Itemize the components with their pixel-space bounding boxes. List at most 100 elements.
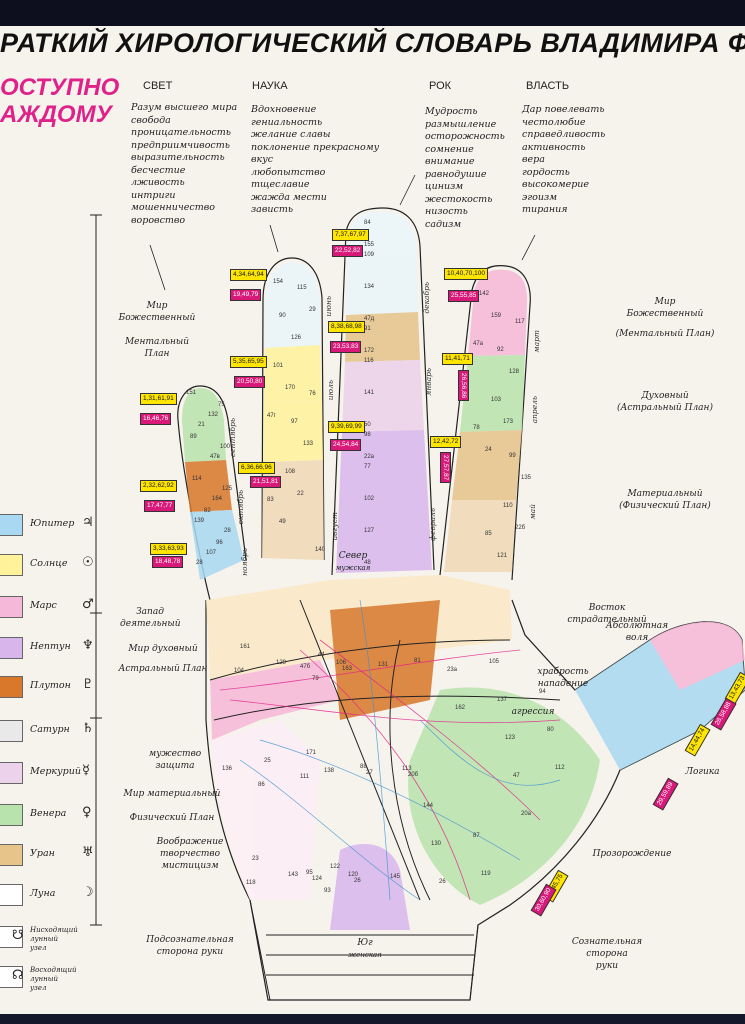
- tag-yellow-6: 6,36,66,96: [238, 462, 275, 474]
- page-title: РАТКИЙ ХИРОЛОГИЧЕСКИЙ СЛОВАРЬ ВЛАДИМИРА …: [0, 28, 745, 58]
- legend-name: Луна: [30, 888, 56, 899]
- tag-magenta-11: 26,56,86: [458, 370, 469, 402]
- column-item: желание славы: [251, 129, 331, 140]
- hand-number: 27: [366, 770, 373, 776]
- column-item: зависть: [251, 204, 293, 215]
- hand-number: 97: [291, 419, 298, 425]
- hand-number: 47в: [210, 454, 220, 460]
- hand-number: 112: [555, 765, 565, 771]
- month-label-september: сентябрь: [228, 418, 237, 458]
- planet-symbol-icon: ♇: [82, 677, 94, 692]
- legend-name: Нептун: [30, 641, 71, 652]
- hand-number: 47а: [473, 341, 484, 347]
- hand-number: 155: [364, 242, 375, 248]
- column-item: внимание: [425, 156, 475, 167]
- hand-number: 103: [491, 397, 502, 403]
- hand-number: 120: [348, 872, 359, 878]
- south-label-line2: женская: [348, 951, 382, 959]
- right-note-divine: Мир Божественный (Ментальный План): [615, 296, 715, 340]
- hand-number: 125: [222, 486, 233, 492]
- promo-line-2: АЖДОМУ: [0, 101, 112, 128]
- column-heading-rok: РОК: [429, 80, 452, 92]
- hand-number: 154: [273, 279, 284, 285]
- column-heading-svet: СВЕТ: [143, 80, 173, 92]
- south-label: Юг женская: [340, 937, 390, 961]
- planet-symbol-icon: ☿: [82, 763, 90, 778]
- hand-number: 132: [208, 412, 219, 418]
- legend-swatch: [0, 720, 23, 742]
- left-note-west: Запад деятельный: [120, 606, 181, 630]
- legend-name: Уран: [30, 848, 55, 859]
- legend-row: Юпитер♃: [0, 510, 95, 538]
- legend-name: Восходящий лунный узел: [30, 966, 77, 992]
- right-note-bravery-line2: нападение: [537, 679, 589, 689]
- planet-symbol-icon: ♃: [82, 515, 94, 530]
- legend-name: Нисходящий лунный узел: [30, 926, 78, 952]
- hand-number: 130: [431, 841, 442, 847]
- column-item: садизм: [425, 218, 462, 230]
- tag-magenta-10: 25,55,85: [448, 290, 480, 302]
- column-item: вера: [522, 154, 545, 165]
- hand-number: 22а: [364, 454, 375, 460]
- hand-number: 90: [279, 313, 286, 319]
- hand-number: 92: [497, 347, 504, 353]
- right-note-divine-line2: (Ментальный План): [615, 329, 715, 339]
- hand-number: 83: [267, 497, 274, 503]
- middle-finger-outline: [331, 207, 435, 576]
- tag-magenta-2: 17,47,77: [144, 500, 176, 512]
- left-note-spiritual-line1: Мир духовный: [128, 644, 198, 654]
- right-note-east: Восток страдательный: [552, 602, 662, 626]
- hand-number: 131: [378, 662, 389, 668]
- hand-number: 173: [503, 419, 514, 425]
- hand-number: 110: [503, 503, 513, 509]
- hand-number: 89: [190, 434, 197, 440]
- column-heading-vlast: ВЛАСТЬ: [526, 80, 570, 92]
- tag-yellow-8: 8,38,68,98: [328, 321, 365, 333]
- north-label-line2: мужская: [335, 564, 371, 572]
- column-item: тщеславие: [251, 179, 310, 190]
- hand-number: 106: [336, 660, 347, 666]
- tag-magenta-3: 18,48,78: [152, 556, 184, 568]
- tag-magenta-8: 23,53,83: [330, 341, 362, 353]
- legend-swatch: [0, 596, 23, 618]
- hand-number: 28: [196, 560, 203, 566]
- legend-row: Плутон♇: [0, 672, 95, 700]
- tag-yellow-5: 5,35,65,95: [230, 356, 267, 368]
- hand-number: 129: [276, 660, 287, 666]
- month-label-december: декабрь: [422, 282, 431, 314]
- legend-row: Венера♀: [0, 800, 95, 828]
- hand-number: 122: [330, 864, 341, 870]
- hand-number: 162: [455, 705, 466, 711]
- tag-yellow-4: 4,34,64,94: [230, 269, 267, 281]
- hand-number: 87: [473, 833, 480, 839]
- hand-number: 170: [285, 385, 296, 391]
- hand-number: 84: [364, 220, 371, 226]
- hand-number: 48: [364, 560, 371, 566]
- legend-row: Марс♂: [0, 592, 95, 620]
- lunar-node-icon: ☋: [12, 928, 24, 943]
- hand-number: 133: [303, 441, 314, 447]
- hand-number: 136: [222, 766, 233, 772]
- hand-number: 75: [218, 402, 225, 408]
- hand-number: 22: [297, 491, 304, 497]
- column-item: лживость: [131, 177, 185, 188]
- left-note-subconscious: Подсознательная сторона руки: [140, 934, 240, 958]
- legend-row: Восходящий лунный узел☊: [0, 962, 95, 992]
- hand-number: 121: [497, 553, 508, 559]
- tag-yellow-7: 7,37,67,97: [332, 229, 369, 241]
- legend-row: Луна☽: [0, 880, 95, 908]
- column-item: равнодушие: [425, 168, 487, 180]
- right-note-will: Абсолютная воля: [602, 620, 672, 644]
- hand-number: 134: [364, 284, 375, 290]
- tag-magenta-4: 19,49,79: [230, 289, 262, 301]
- tag-yellow-3: 3,33,63,93: [150, 543, 187, 555]
- hand-number: 104: [234, 668, 245, 674]
- left-note-imagination-line2: творчество: [159, 849, 221, 859]
- hand-number: 143: [288, 872, 299, 878]
- tag-yellow-11: 11,41,71: [442, 353, 473, 365]
- right-note-material-line1: Материальный: [627, 489, 703, 499]
- planet-symbol-icon: ♂: [82, 597, 94, 612]
- left-note-imagination: Воображение творчество мистицизм: [150, 836, 230, 872]
- hand-number: 76: [309, 391, 316, 397]
- legend-swatch: [0, 637, 23, 659]
